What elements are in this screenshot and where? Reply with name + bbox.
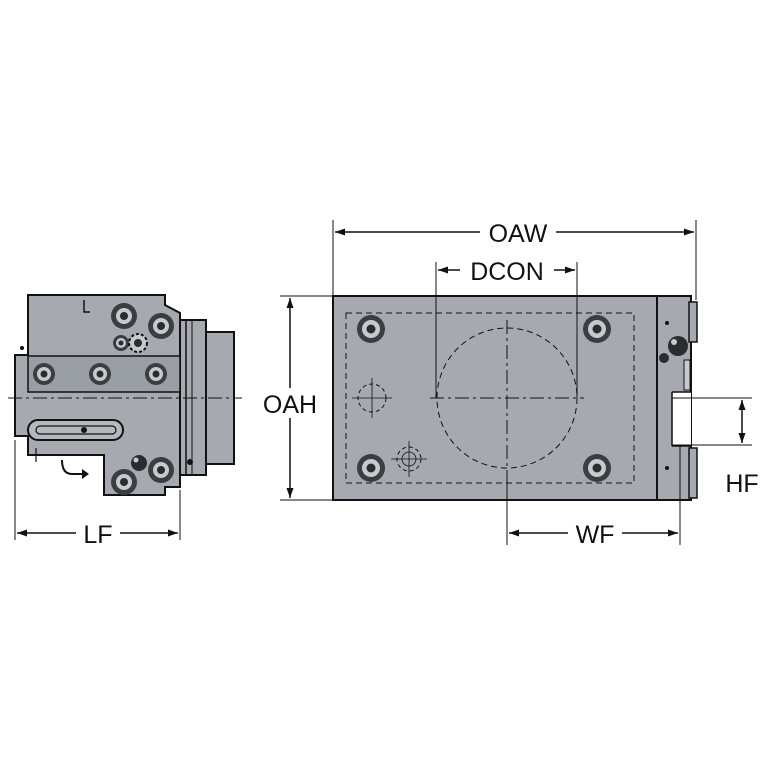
dcon-label: DCON [470, 258, 544, 286]
lf-label: LF [83, 521, 112, 549]
side-screw-top-right [148, 313, 174, 339]
side-screw-bottom-left [111, 469, 137, 495]
side-view-slot [27, 419, 124, 441]
side-screw-top-left [111, 303, 137, 329]
front-view: OAW DCON OAH HF WF [256, 217, 759, 549]
front-screw-top-left [357, 315, 385, 343]
wf-label: WF [576, 521, 615, 549]
hf-label: HF [725, 470, 758, 498]
side-screw-small [113, 335, 129, 351]
front-view-hidden-outline [345, 312, 635, 484]
front-hidden-hole-1 [352, 378, 392, 418]
side-screw-bottom-right [148, 457, 174, 483]
front-hidden-hole-2 [391, 441, 427, 477]
oaw-label: OAW [489, 220, 548, 248]
front-screw-top-right [583, 315, 611, 343]
front-screw-bottom-right [583, 454, 611, 482]
front-ball-screw [659, 336, 688, 363]
side-view: LF [8, 294, 242, 549]
side-screw-band-2 [89, 363, 111, 385]
oah-label: OAH [263, 391, 317, 419]
side-screw-band-1 [33, 363, 55, 385]
side-ball-screw [131, 455, 147, 471]
side-screw-gear [128, 333, 148, 353]
coolant-port-icon [61, 459, 86, 475]
side-screw-band-3 [145, 363, 167, 385]
front-screw-bottom-left [357, 454, 385, 482]
